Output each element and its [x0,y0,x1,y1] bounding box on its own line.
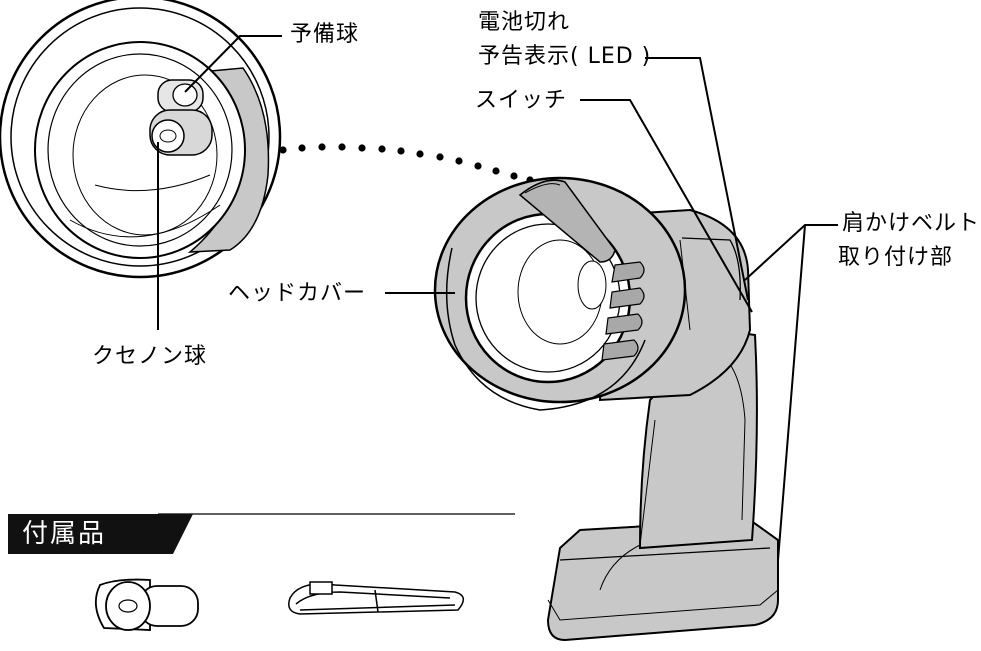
accessories-header [8,514,193,554]
label-head-cover: ヘッドカバー [228,281,367,306]
accessory-shoulder-belt [288,581,464,615]
label-battery-line2: 予告表示( LED ) [478,44,652,69]
inset-magnified-view [0,0,282,279]
label-spare-bulb: 予備球 [290,22,360,47]
label-battery-line1: 電池切れ [478,10,571,35]
label-belt-line1: 肩かけベルト [842,211,981,236]
label-xenon-bulb: クセノン球 [92,344,208,369]
flashlight [433,176,779,642]
label-belt-line2: 取り付け部 [838,245,954,270]
xenon-bulb-icon [151,119,185,153]
leader-lines [157,35,838,561]
label-switch: スイッチ [475,88,568,113]
magnify-connector [279,143,534,184]
accessories-title: 付属品 [22,519,107,549]
accessory-spare-bulb [94,578,199,631]
spare-bulb-icon [172,83,198,107]
